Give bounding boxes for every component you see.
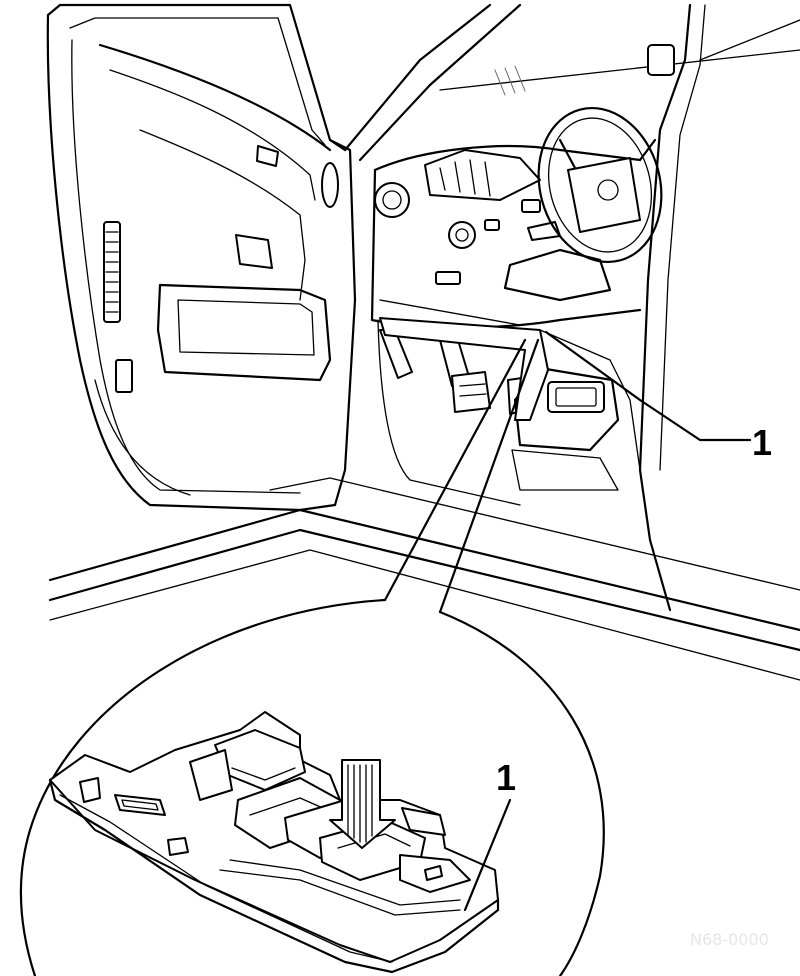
door-window-inner (69, 17, 326, 146)
door-pocket (156, 283, 332, 382)
door-grille-slats (105, 231, 119, 313)
panel-pad-inner (337, 833, 411, 849)
callout-overview-label: 1 (752, 422, 772, 463)
door-armrest-top (109, 69, 316, 201)
dash-switch-2 (435, 271, 461, 285)
kick-panel-vent (547, 381, 605, 413)
door-opening-rear (638, 3, 692, 612)
panel-channel-1-inner (231, 767, 296, 781)
door-panel-top (98, 43, 332, 152)
panel-small-tab (167, 837, 189, 856)
door-lock-knob (256, 145, 279, 167)
watermark: N68-0000 (690, 930, 769, 949)
kick-panel-vent-inner (555, 387, 597, 407)
zoom-line-right (438, 338, 540, 614)
dash-switch-1 (484, 219, 500, 231)
side-air-vent (374, 182, 410, 218)
panel-front-step-2 (219, 869, 461, 916)
windshield-hatching (494, 65, 526, 96)
footwell-cover-in-situ (379, 317, 549, 421)
car-interior-illustration (46, 3, 800, 681)
door-handle (235, 234, 273, 269)
detail-magnifier-circle (19, 338, 605, 976)
b-pillar-latch (647, 44, 675, 76)
panel-edge (48, 778, 500, 974)
panel-front-step (229, 859, 461, 906)
panel-step (189, 749, 233, 801)
footwell-panel (48, 711, 500, 974)
magnifier-outline-right (438, 610, 605, 976)
panel-clip-left (79, 777, 101, 803)
a-pillar (343, 3, 492, 152)
door-reflector (115, 359, 133, 393)
steering-column (503, 248, 612, 302)
door-pocket-inner (177, 299, 315, 356)
callout-overview-leader (544, 330, 752, 442)
door-panel-trim (139, 129, 306, 301)
door-opening-rear-2 (659, 4, 706, 471)
door-hinge-area (328, 138, 357, 507)
panel-slot-inner (121, 799, 159, 811)
dash-switch-3 (521, 199, 541, 213)
kick-panel-lower (511, 449, 619, 491)
b-pillar-trim (699, 19, 800, 61)
dashboard-lower (379, 299, 521, 326)
sill-line-2 (48, 528, 800, 652)
dashboard-top (373, 144, 642, 172)
sill-line-3 (49, 549, 800, 681)
push-arrow (329, 759, 396, 849)
door-lower-curve (94, 379, 191, 496)
door-inner-edge (71, 39, 301, 494)
door-outer-edge (46, 13, 337, 512)
panel-notch (424, 865, 443, 881)
footwell-side (539, 329, 641, 471)
side-air-vent-inner (382, 190, 402, 210)
instrument-hood (424, 149, 541, 201)
callout-detail: 1 (463, 757, 516, 912)
panel-edge-inner (59, 794, 393, 963)
sill-outer (48, 508, 800, 632)
callout-detail-leader (463, 798, 512, 912)
light-switch-center (455, 228, 469, 242)
light-switch (448, 221, 476, 249)
windshield-edge (439, 49, 800, 91)
footwell-floor (377, 319, 521, 506)
instrument-hood-ribs (439, 159, 491, 197)
a-pillar-inner (358, 3, 522, 162)
callout-overview: 1 (544, 330, 772, 463)
zoom-line-left (383, 338, 527, 602)
door-check-strap (321, 162, 339, 208)
panel-right-clip (401, 807, 446, 836)
callout-detail-label: 1 (496, 757, 516, 798)
sill-line-4 (269, 477, 800, 591)
magnifier-outline (19, 598, 387, 976)
steering-wheel (537, 106, 663, 264)
